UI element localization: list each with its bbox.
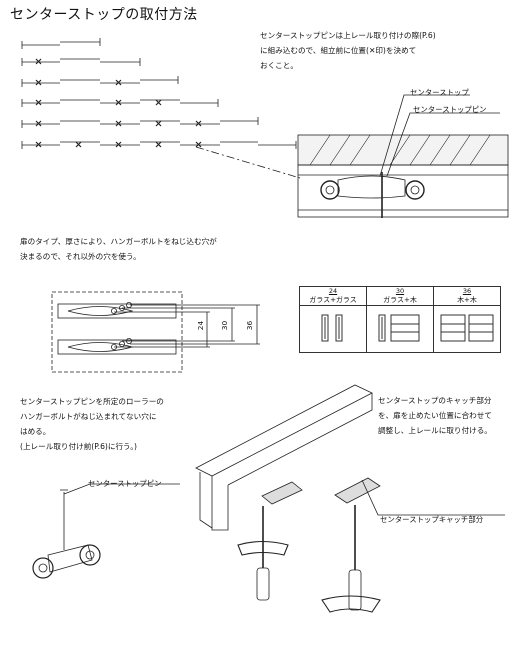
page-title: センターストップの取付方法 [10,7,198,23]
roller-note-line-3: はめる。 [20,427,51,436]
door-arrangement-diagram [21,38,301,179]
roller-assembly [32,483,180,579]
rail-cross-section [297,94,509,218]
roller-note: センターストップピンを所定のローラーの ハンガーボルトがねじ込まれてない穴に は… [20,394,164,454]
catch-note-line-3: 調整し、上レールに取り付ける。 [378,426,492,435]
center-stop-pin-label: センターストップピン [413,105,487,114]
catch-part-drawing [256,477,505,611]
wood-wood-icon [440,314,494,342]
bolt-note: 扉のタイプ、厚さにより、ハンガーボルトをねじ込む穴が 決まるので、それ以外の穴を… [20,234,217,264]
pin-note: センターストップピンは上レール取り付けの際(P.6) に組み込むので、組立前に位… [260,28,436,73]
bolt-hole-diagram [51,291,260,373]
roller-note-line-4: (上レール取り付け前(P.6)に行う。) [20,442,137,451]
table-cell-wood-wood [433,305,501,353]
center-stop-pin-label-2: センターストップピン [88,479,162,488]
table-cell-glass-glass [299,305,367,353]
catch-part-label: センターストップキャッチ部分 [380,515,484,524]
catch-note-line-1: センターストップのキャッチ部分 [378,396,492,405]
pin-note-line-2: に組み込むので、組立前に位置(✕印)を決めて [260,46,417,55]
pin-note-line-3: おくこと。 [260,61,298,70]
roller-note-line-1: センターストップピンを所定のローラーの [20,397,164,406]
center-stop-label: センターストップ [410,88,469,97]
rotation-arrows [237,540,381,613]
bolt-note-line-1: 扉のタイプ、厚さにより、ハンガーボルトをねじ込む穴が [20,237,217,246]
catch-note: センターストップのキャッチ部分 を、扉を止めたい位置に合わせて 調整し、上レール… [378,393,492,438]
pin-note-line-1: センターストップピンは上レール取り付けの際(P.6) [260,31,436,40]
bolt-note-line-2: 決まるので、それ以外の穴を使う。 [20,252,141,261]
glass-glass-icon [321,314,343,342]
catch-note-line-2: を、扉を止めたい位置に合わせて [378,411,492,420]
roller-note-line-2: ハンガーボルトがねじ込まれてない穴に [20,412,157,421]
glass-wood-icon [378,314,420,342]
upper-rail-perspective [195,384,373,531]
